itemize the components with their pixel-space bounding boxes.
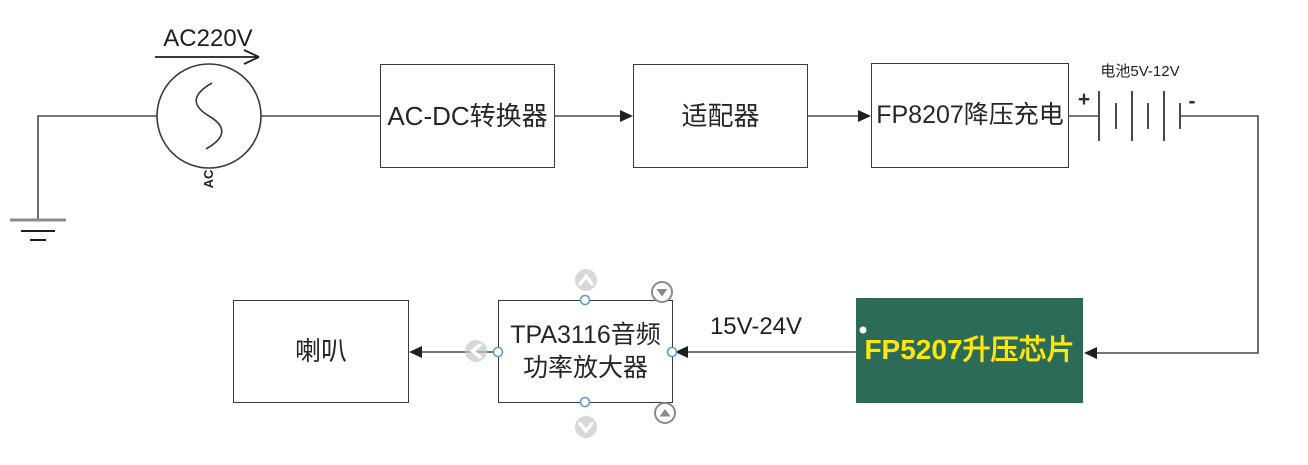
battery-voltage-label[interactable]: 电池5V-12V	[1100, 63, 1180, 80]
float-button-left[interactable]	[465, 340, 487, 362]
node-adapter-label: 适配器	[681, 100, 760, 131]
earth-ground-icon[interactable]	[10, 218, 66, 241]
boost-output-voltage-label[interactable]: 15V-24V	[709, 313, 803, 340]
battery-plus-label: +	[1077, 88, 1091, 111]
node-tpa3116-amplifier[interactable]: TPA3116音频 功率放大器	[498, 300, 673, 403]
node-acdc-converter[interactable]: AC-DC转换器	[380, 64, 555, 168]
node-speaker[interactable]: 喇叭	[233, 300, 409, 403]
node-adapter[interactable]: 适配器	[633, 64, 808, 168]
ring-button-top-right[interactable]	[651, 281, 673, 303]
chevron-down-icon	[578, 421, 594, 434]
triangle-down-icon	[656, 289, 668, 297]
node-boost-label: FP5207升压芯片	[864, 334, 1075, 366]
node-amp-label-line1: TPA3116音频	[510, 320, 661, 349]
chevron-up-icon	[578, 273, 594, 286]
triangle-up-icon	[659, 409, 671, 417]
chevron-left-icon	[469, 343, 482, 359]
battery-icon[interactable]	[1098, 91, 1181, 141]
ac220v-label[interactable]: AC220V	[163, 25, 253, 52]
node-amp-label-line2: 功率放大器	[522, 353, 648, 382]
float-button-up[interactable]	[575, 269, 597, 291]
battery-minus-label: -	[1188, 90, 1196, 113]
float-button-down[interactable]	[575, 416, 597, 438]
node-fp5207-boost-chip[interactable]: FP5207升压芯片	[856, 298, 1083, 403]
node-speaker-label: 喇叭	[294, 336, 347, 367]
node-acdc-label: AC-DC转换器	[387, 100, 548, 131]
ring-button-bottom-right[interactable]	[654, 402, 676, 424]
ac-symbol-label: AC	[200, 169, 216, 189]
node-charger-label: FP8207降压充电	[876, 101, 1064, 129]
node-fp8207-buck-charger[interactable]: FP8207降压充电	[871, 63, 1069, 168]
ac-source-icon[interactable]	[156, 63, 262, 169]
